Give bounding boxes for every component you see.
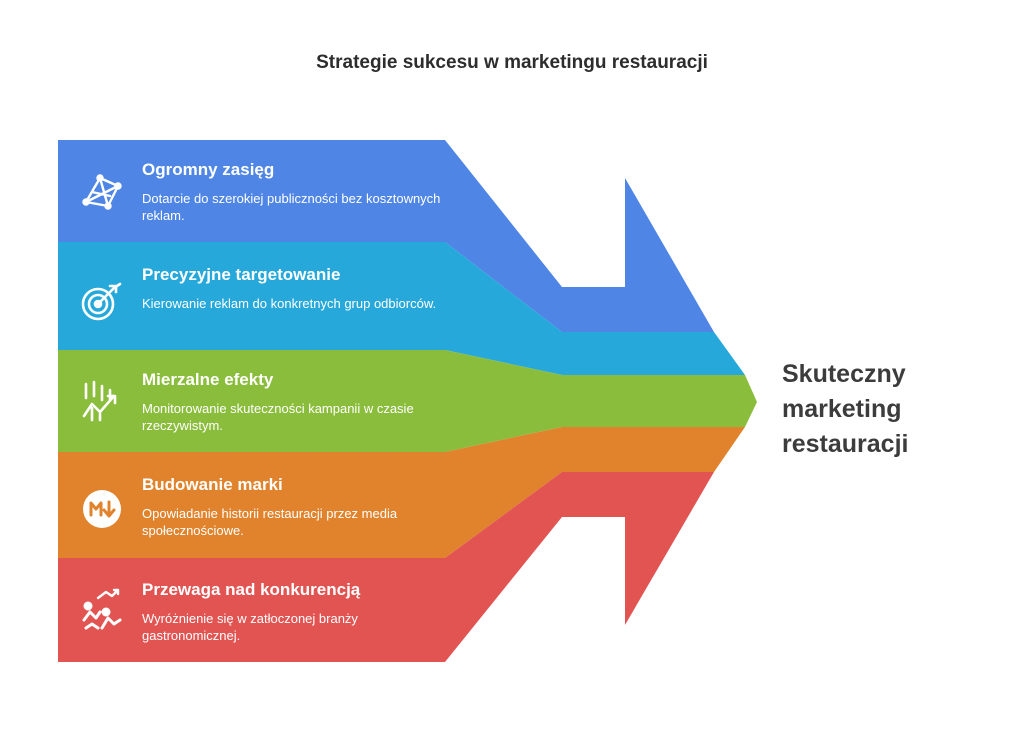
band-1-arrow <box>58 140 714 332</box>
chart-growth-icon <box>80 378 124 422</box>
diagram-title: Strategie sukcesu w marketingu restaurac… <box>316 52 708 73</box>
band-description: Monitorowanie skuteczności kampanii w cz… <box>142 401 414 433</box>
band-heading: Budowanie marki <box>142 475 283 494</box>
band-description: Wyróżnienie się w zatłoczonej branży gas… <box>142 611 358 643</box>
band-heading: Ogromny zasięg <box>142 160 275 179</box>
band-2-arrow <box>58 242 745 375</box>
band-description: Kierowanie reklam do konkretnych grup od… <box>142 296 437 311</box>
band-heading: Precyzyjne targetowanie <box>142 265 341 284</box>
target-icon <box>80 280 124 324</box>
result-line-2: marketing <box>782 395 902 423</box>
band-description: Opowiadanie historii restauracji przez m… <box>142 506 398 538</box>
race-icon <box>80 588 124 632</box>
band-heading: Mierzalne efekty <box>142 370 274 389</box>
band-heading: Przewaga nad konkurencją <box>142 580 361 599</box>
network-icon <box>80 172 124 216</box>
result-line-1: Skuteczny <box>782 360 906 388</box>
result-label: Skuteczny marketing restauracji <box>782 357 908 462</box>
band-3-arrow <box>58 350 757 452</box>
result-line-3: restauracji <box>782 430 909 458</box>
band-5-arrow <box>58 472 714 662</box>
markdown-icon <box>80 487 124 531</box>
band-description: Dotarcie do szerokiej publiczności bez k… <box>142 191 441 223</box>
band-4-arrow <box>58 427 745 558</box>
